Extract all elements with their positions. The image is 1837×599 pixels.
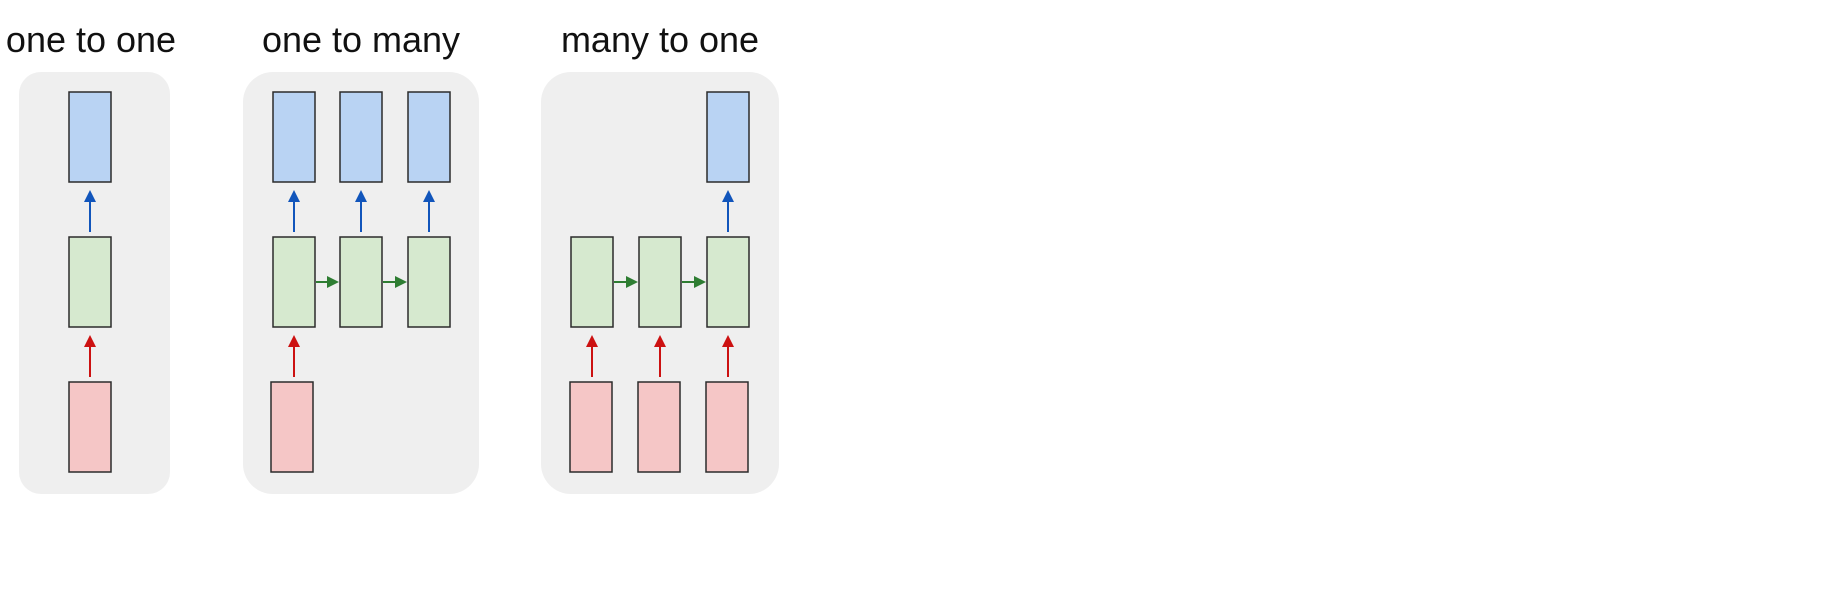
panel-one-to-one: one to one: [6, 19, 176, 494]
input-box: [270, 381, 314, 473]
output-box: [339, 91, 383, 183]
input-box: [637, 381, 681, 473]
panel-title: one to many: [262, 19, 460, 60]
hidden-box: [706, 236, 750, 328]
panel-one-to-many: one to many: [243, 19, 479, 494]
hidden-box: [570, 236, 614, 328]
panel-many-to-one: many to one: [541, 19, 779, 494]
hidden-box: [407, 236, 451, 328]
input-box: [705, 381, 749, 473]
input-box: [569, 381, 613, 473]
hidden-box: [272, 236, 316, 328]
input-box: [68, 381, 112, 473]
hidden-box: [68, 236, 112, 328]
panel-title: one to one: [6, 19, 176, 60]
panel-title: many to one: [561, 19, 759, 60]
hidden-box: [638, 236, 682, 328]
hidden-box: [339, 236, 383, 328]
output-box: [407, 91, 451, 183]
output-box: [706, 91, 750, 183]
output-box: [68, 91, 112, 183]
output-box: [272, 91, 316, 183]
